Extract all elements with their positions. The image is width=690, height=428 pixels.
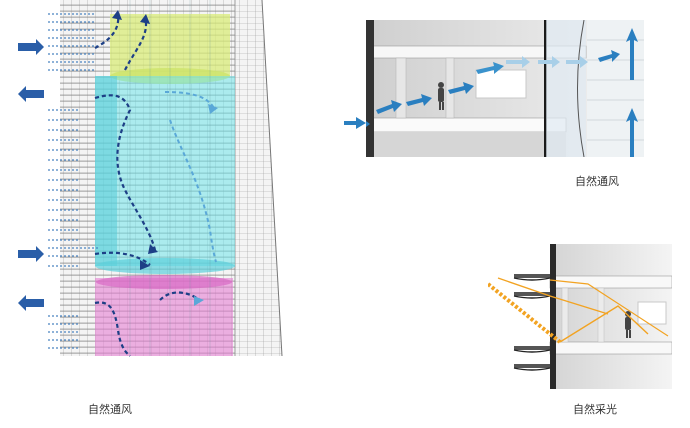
light-shelves bbox=[513, 274, 551, 371]
interior-columns bbox=[395, 57, 455, 119]
outflow-arrow-bottom bbox=[18, 295, 44, 311]
airflow-arrowheads bbox=[112, 10, 158, 270]
airflow-arrowheads-light bbox=[194, 104, 218, 306]
daylight-window bbox=[637, 301, 667, 325]
facade-airflow-lines bbox=[48, 13, 100, 349]
airflow-arrows-section bbox=[366, 28, 638, 157]
tower-ventilation-diagram bbox=[0, 0, 290, 360]
inflow-arrow-section bbox=[344, 117, 366, 129]
daylight-slab-lower bbox=[549, 341, 672, 355]
daylight-facade-edge bbox=[550, 244, 556, 389]
left-facade-edge bbox=[366, 20, 374, 157]
inflow-arrow-top bbox=[18, 39, 44, 55]
airflow-path-lower bbox=[94, 251, 201, 357]
inflow-arrow-lower bbox=[18, 246, 44, 262]
section-ventilation-diagram bbox=[366, 20, 644, 157]
atrium-zone-magenta bbox=[95, 275, 233, 356]
person-silhouette-icon-daylight bbox=[625, 311, 631, 338]
caption-tower-ventilation: 自然通风 bbox=[88, 403, 132, 416]
person-silhouette-icon bbox=[438, 82, 444, 110]
outflow-arrow-upper bbox=[18, 86, 44, 102]
exterior-facade-lines bbox=[587, 39, 644, 141]
airflow-path-mid bbox=[164, 91, 217, 263]
caption-section-daylight: 自然采光 bbox=[573, 403, 617, 416]
section-daylight-diagram bbox=[488, 244, 672, 389]
atrium-zone-cyan bbox=[95, 76, 235, 274]
double-skin-outer bbox=[544, 20, 547, 157]
daylight-columns bbox=[561, 287, 605, 343]
caption-section-ventilation: 自然通风 bbox=[575, 175, 619, 188]
atrium-grid bbox=[129, 0, 211, 356]
daylight-rays bbox=[488, 277, 669, 344]
interior-window bbox=[475, 69, 527, 99]
floor-slab-lower bbox=[366, 117, 567, 133]
